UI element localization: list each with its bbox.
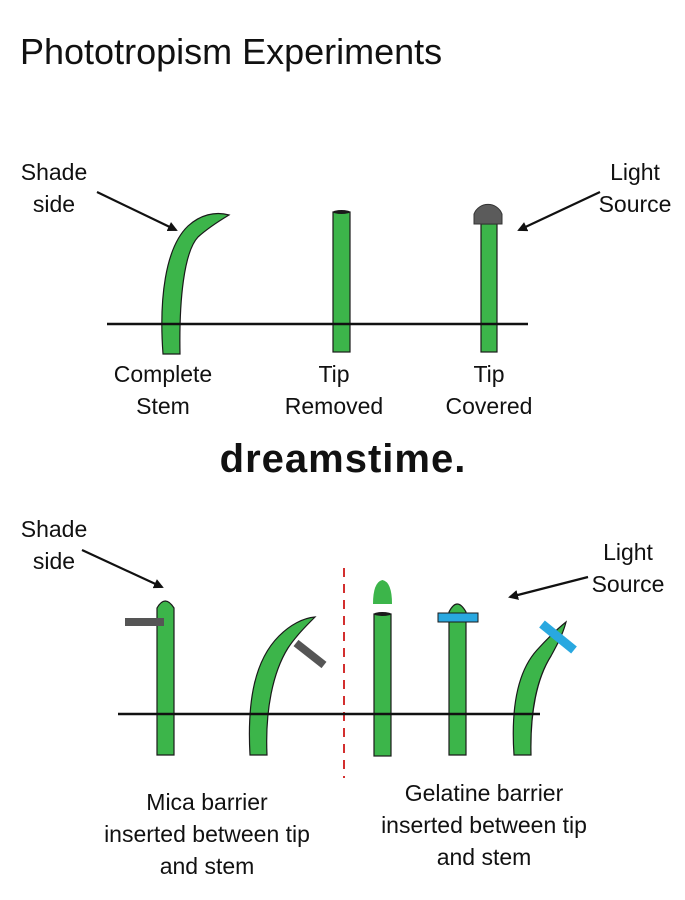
gelatine-barrier-bent <box>539 620 577 654</box>
page-title: Phototropism Experiments <box>20 31 442 72</box>
tip-removed-label-line1: Tip <box>318 361 349 387</box>
tip-covered-label-line2: Covered <box>446 393 533 419</box>
mica-barrier-shade <box>125 618 164 626</box>
gelatine-bent-stem <box>512 620 568 756</box>
mica-label-line2: inserted between tip <box>104 821 310 847</box>
mica-label-line3: and stem <box>160 853 255 879</box>
gelatine-label-line2: inserted between tip <box>381 812 587 838</box>
bottom-shade-label-line2: side <box>33 548 75 574</box>
tip-removed-stem <box>332 211 351 353</box>
bottom-light-label-line1: Light <box>603 539 653 565</box>
complete-stem <box>161 212 231 355</box>
tip-covered-label-line1: Tip <box>473 361 504 387</box>
watermark: dreamstime. <box>220 437 467 481</box>
complete-stem-label-line2: Stem <box>136 393 190 419</box>
top-shade-arrow-icon <box>96 191 178 232</box>
mica-label-line1: Mica barrier <box>146 789 268 815</box>
gelatine-label-line3: and stem <box>437 844 532 870</box>
tip-removed-label-line2: Removed <box>285 393 383 419</box>
top-light-arrow-icon <box>517 191 601 232</box>
gelatine-barrier-straight <box>437 612 479 623</box>
mica-barrier-light <box>293 639 327 669</box>
mica-bent-stem <box>248 616 317 756</box>
opaque-cap-icon <box>473 203 503 225</box>
bottom-panel: Shade side Light Source <box>21 516 665 879</box>
top-light-label-line1: Light <box>610 159 660 185</box>
top-shade-label-line2: side <box>33 191 75 217</box>
top-shade-label-line1: Shade <box>21 159 88 185</box>
bottom-light-arrow-icon <box>508 575 589 600</box>
bottom-shade-arrow-icon <box>81 549 164 589</box>
top-panel: Shade side Light Source Complete Stem Ti… <box>21 159 672 419</box>
mica-straight-stem <box>156 600 175 756</box>
gelatine-straight-stem <box>448 603 467 756</box>
gelatine-label-line1: Gelatine barrier <box>405 780 564 806</box>
detached-tip <box>373 580 392 604</box>
complete-stem-label-line1: Complete <box>114 361 212 387</box>
top-light-label-line2: Source <box>599 191 672 217</box>
bottom-light-label-line2: Source <box>592 571 665 597</box>
tip-covered-stem <box>480 223 498 353</box>
bottom-shade-label-line1: Shade <box>21 516 88 542</box>
cut-top-mark-bottom <box>374 612 391 616</box>
cut-top-mark <box>333 210 350 214</box>
gelatine-cut-stem <box>373 613 392 757</box>
